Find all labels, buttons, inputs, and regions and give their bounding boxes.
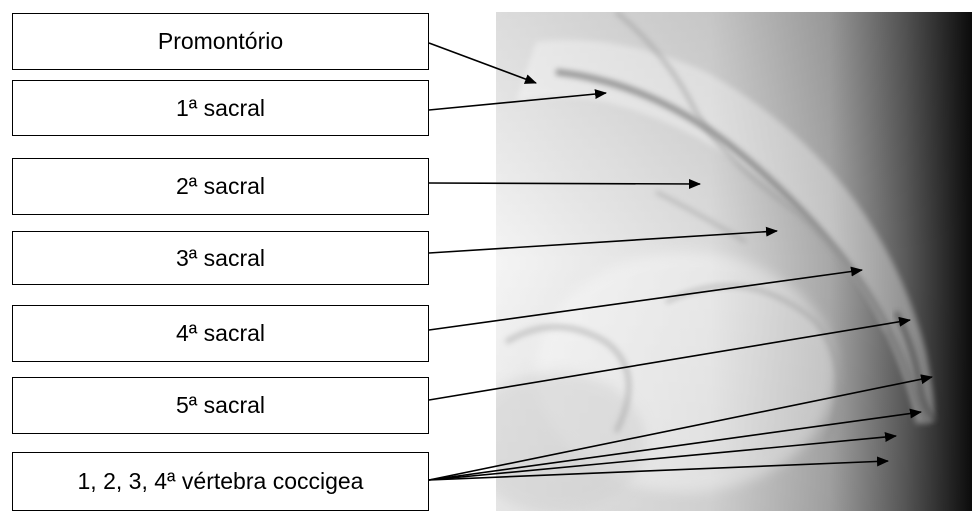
label-sacral-1: 1ª sacral	[12, 80, 429, 136]
label-text: Promontório	[158, 28, 283, 55]
label-text: 2ª sacral	[176, 173, 265, 200]
xray-image	[496, 12, 972, 511]
xray-illustration	[496, 12, 972, 511]
label-text: 3ª sacral	[176, 245, 265, 272]
label-sacral-2: 2ª sacral	[12, 158, 429, 215]
label-sacral-4: 4ª sacral	[12, 305, 429, 362]
label-sacral-3: 3ª sacral	[12, 231, 429, 285]
label-promontorio: Promontório	[12, 13, 429, 70]
label-text: 1, 2, 3, 4ª vértebra coccigea	[78, 468, 364, 495]
label-text: 4ª sacral	[176, 320, 265, 347]
label-sacral-5: 5ª sacral	[12, 377, 429, 434]
label-text: 1ª sacral	[176, 95, 265, 122]
label-text: 5ª sacral	[176, 392, 265, 419]
label-coccygeal: 1, 2, 3, 4ª vértebra coccigea	[12, 452, 429, 511]
